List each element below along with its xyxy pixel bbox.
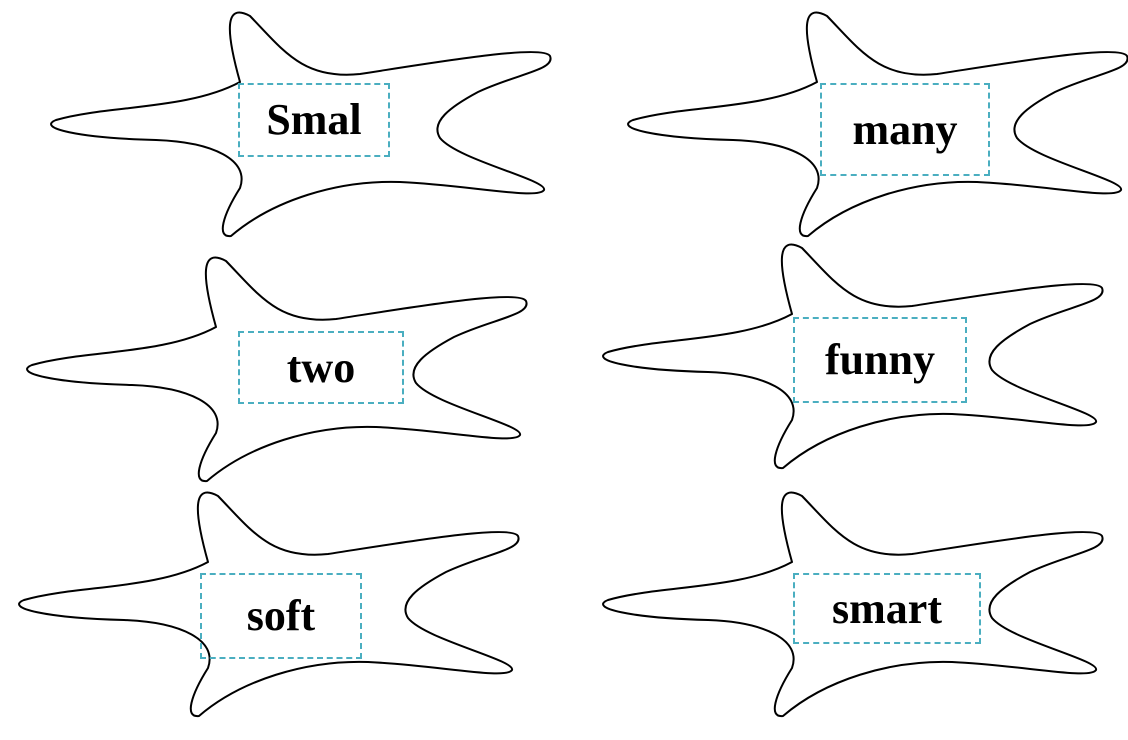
starfish-card-3: two [14,255,574,505]
word-box: Smal [238,83,390,157]
sight-word: soft [246,591,316,640]
starfish-outline-icon [627,11,1128,238]
sight-word: Smal [266,95,362,144]
starfish-outline-icon [602,491,1104,718]
starfish-card-4: funny [590,242,1128,492]
sight-word: two [286,342,356,392]
word-box: funny [793,317,967,403]
word-box: many [820,83,990,176]
starfish-card-2: many [615,10,1128,260]
starfish-outline-icon [602,243,1104,470]
sight-word: smart [832,583,942,633]
word-box: smart [793,573,981,644]
starfish-outline-icon [50,11,552,238]
starfish-card-5: soft [6,490,566,740]
starfish-outline-icon [26,256,528,483]
sight-word: funny [824,335,936,384]
word-box: soft [200,573,362,659]
starfish-card-1: Smal [38,10,598,260]
starfish-outline-icon [18,491,520,718]
sight-word: many [852,104,958,154]
word-box: two [238,331,404,404]
starfish-card-6: smart [590,490,1128,740]
